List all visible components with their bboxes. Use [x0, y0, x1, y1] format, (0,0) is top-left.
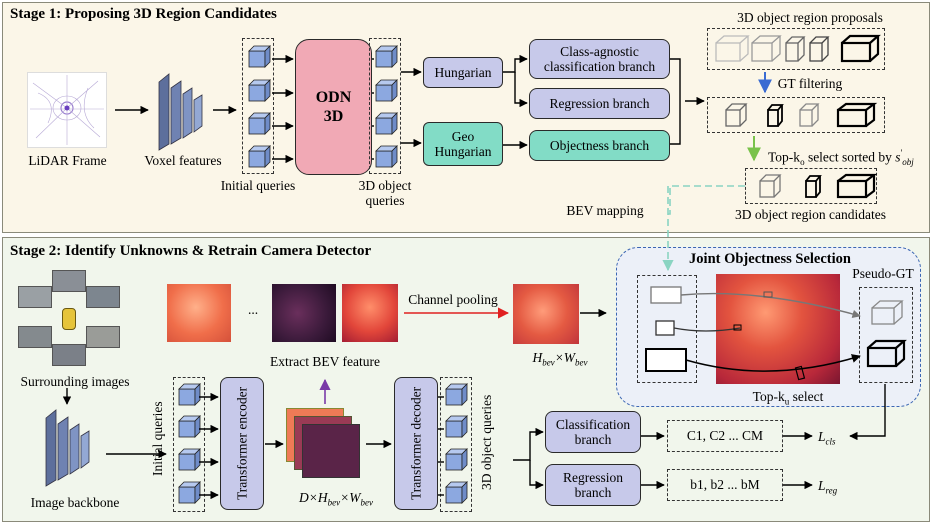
odn3d-block: ODN 3D [295, 39, 372, 175]
stage2-regression-branch: Regression branch [545, 464, 641, 506]
lidar-frame-image [27, 72, 107, 148]
classification-branch: Classification branch [545, 411, 641, 453]
hungarian-box: Hungarian [423, 57, 503, 88]
pooled-bev-dim-label: Hbev×Wbev [532, 350, 588, 368]
bev-heatmap-2 [272, 284, 336, 342]
surround-img-back [52, 344, 86, 366]
stage1-title: Stage 1: Proposing 3D Region Candidates [10, 6, 277, 22]
gt-filtered-group [707, 97, 885, 133]
surrounding-images [14, 268, 124, 370]
stage1-object-queries-label: 3D object queries [358, 178, 412, 208]
bev-feature-dim-label: D×Hbev×Wbev [299, 490, 373, 508]
stage2-title: Stage 2: Identify Unknowns & Retrain Cam… [10, 243, 372, 259]
class-agnostic-branch: Class-agnostic classification branch [529, 39, 670, 79]
pseudo-gt-group [859, 287, 913, 383]
region-proposals-group [707, 28, 885, 70]
image-backbone-label: Image backbone [30, 495, 120, 510]
cls-outputs-box [667, 420, 783, 452]
image-backbone-stack [42, 408, 102, 488]
stage1-initial-queries-group [242, 38, 274, 174]
bev-heatmap-3 [342, 284, 398, 342]
stage2-initial-queries-group [173, 377, 205, 512]
pooled-bev-heatmap [513, 284, 579, 344]
topku-select-label: Top-ku select [752, 389, 824, 407]
reg-outputs-box [667, 469, 783, 501]
bev-heatmap-ellipsis: ... [247, 302, 259, 317]
reg-outputs-text: b1, b2 ... bM [690, 477, 760, 492]
surround-img-front [52, 270, 86, 292]
voxel-feature-stack [155, 72, 215, 152]
bev-heatmap-1 [167, 284, 231, 342]
stage2-object-queries-label: 3D object queries [479, 394, 494, 491]
geo-hungarian-box: Geo Hungarian [423, 122, 503, 166]
stage1-initial-queries-label: Initial queries [220, 178, 296, 193]
joint-objectness-label: Joint Objectness Selection [689, 251, 851, 267]
voxel-features-label: Voxel features [144, 153, 222, 168]
bev-mapping-label: BEV mapping [566, 203, 644, 218]
transformer-decoder: Transformer decoder [394, 377, 438, 510]
region-proposals-label: 3D object region proposals [737, 10, 883, 25]
joint-input-boxes-group [637, 275, 697, 383]
lidar-frame-label: LiDAR Frame [28, 153, 107, 168]
bev-feature-stack [286, 408, 366, 478]
transformer-encoder: Transformer encoder [220, 377, 264, 510]
region-candidates-label: 3D object region candidates [734, 207, 887, 222]
extract-bev-label: Extract BEV feature [270, 354, 380, 369]
surround-img-back-right [86, 326, 120, 348]
stage1-object-queries-group [369, 38, 401, 174]
gt-filtering-label: GT filtering [777, 76, 843, 91]
loss-cls-label: Lcls [818, 429, 836, 447]
bev-feature-layer-3 [302, 424, 360, 478]
objectness-branch: Objectness branch [529, 130, 670, 161]
regression-branch: Regression branch [529, 88, 670, 119]
surround-img-back-left [18, 326, 52, 348]
cls-outputs-text: C1, C2 ... CM [686, 428, 764, 443]
pseudo-gt-label: Pseudo-GT [852, 266, 914, 281]
ego-car-icon [62, 308, 76, 330]
joint-bev-heatmap [716, 274, 840, 384]
topk-select-label: Top-ko select sorted by s'obj [768, 148, 914, 168]
region-candidates-group [745, 168, 877, 204]
channel-pooling-label: Channel pooling [408, 292, 498, 307]
loss-reg-label: Lreg [818, 478, 838, 496]
stage2-initial-queries-label: Initial queries [150, 401, 165, 477]
surrounding-images-label: Surrounding images [20, 374, 130, 389]
surround-img-front-left [18, 286, 52, 308]
stage2-object-queries-group [440, 377, 472, 512]
lidar-scan-graphic [30, 75, 104, 145]
surround-img-front-right [86, 286, 120, 308]
